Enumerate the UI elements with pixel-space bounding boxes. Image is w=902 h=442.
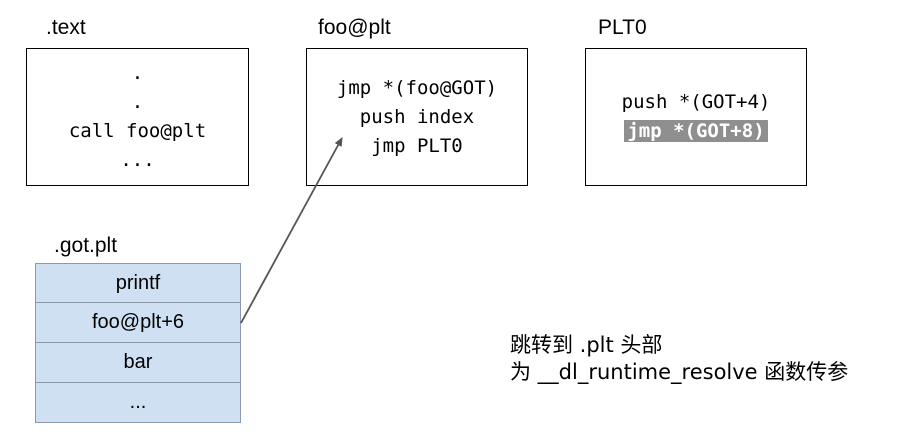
plt0-line-1: push *(GOT+4)	[621, 91, 771, 113]
text-line-2: .	[131, 91, 144, 113]
plt-entry-line-2: push index	[359, 105, 475, 128]
got-plt-row: printf	[35, 263, 241, 303]
plt0-line-2: jmp *(GOT+8)	[624, 117, 768, 146]
plt-entry-line-3: jmp PLT0	[371, 134, 463, 157]
text-section-title: .text	[46, 16, 86, 39]
plt0-highlighted-line: jmp *(GOT+8)	[624, 120, 768, 142]
plt0-box: push *(GOT+4) jmp *(GOT+8)	[585, 48, 807, 186]
got-plt-table: printf foo@plt+6 bar ...	[35, 263, 241, 423]
got-plt-title: .got.plt	[54, 234, 118, 257]
annotation-line-1: 跳转到 .plt 头部	[510, 333, 663, 357]
text-line-1: .	[131, 62, 144, 84]
annotation-line-2: 为 __dl_runtime_resolve 函数传参	[510, 360, 849, 384]
text-line-4: ...	[120, 149, 155, 171]
plt-entry-title: foo@plt	[318, 16, 391, 39]
got-plt-row: bar	[35, 343, 241, 383]
plt-entry-line-1: jmp *(foo@GOT)	[336, 76, 498, 99]
got-plt-row: foo@plt+6	[35, 303, 241, 343]
got-plt-row: ...	[35, 383, 241, 423]
text-line-3: call foo@plt	[68, 120, 207, 142]
plt0-title: PLT0	[598, 16, 647, 39]
text-section-box: . . call foo@plt ...	[26, 48, 249, 186]
plt-entry-box: jmp *(foo@GOT) push index jmp PLT0	[306, 48, 528, 186]
